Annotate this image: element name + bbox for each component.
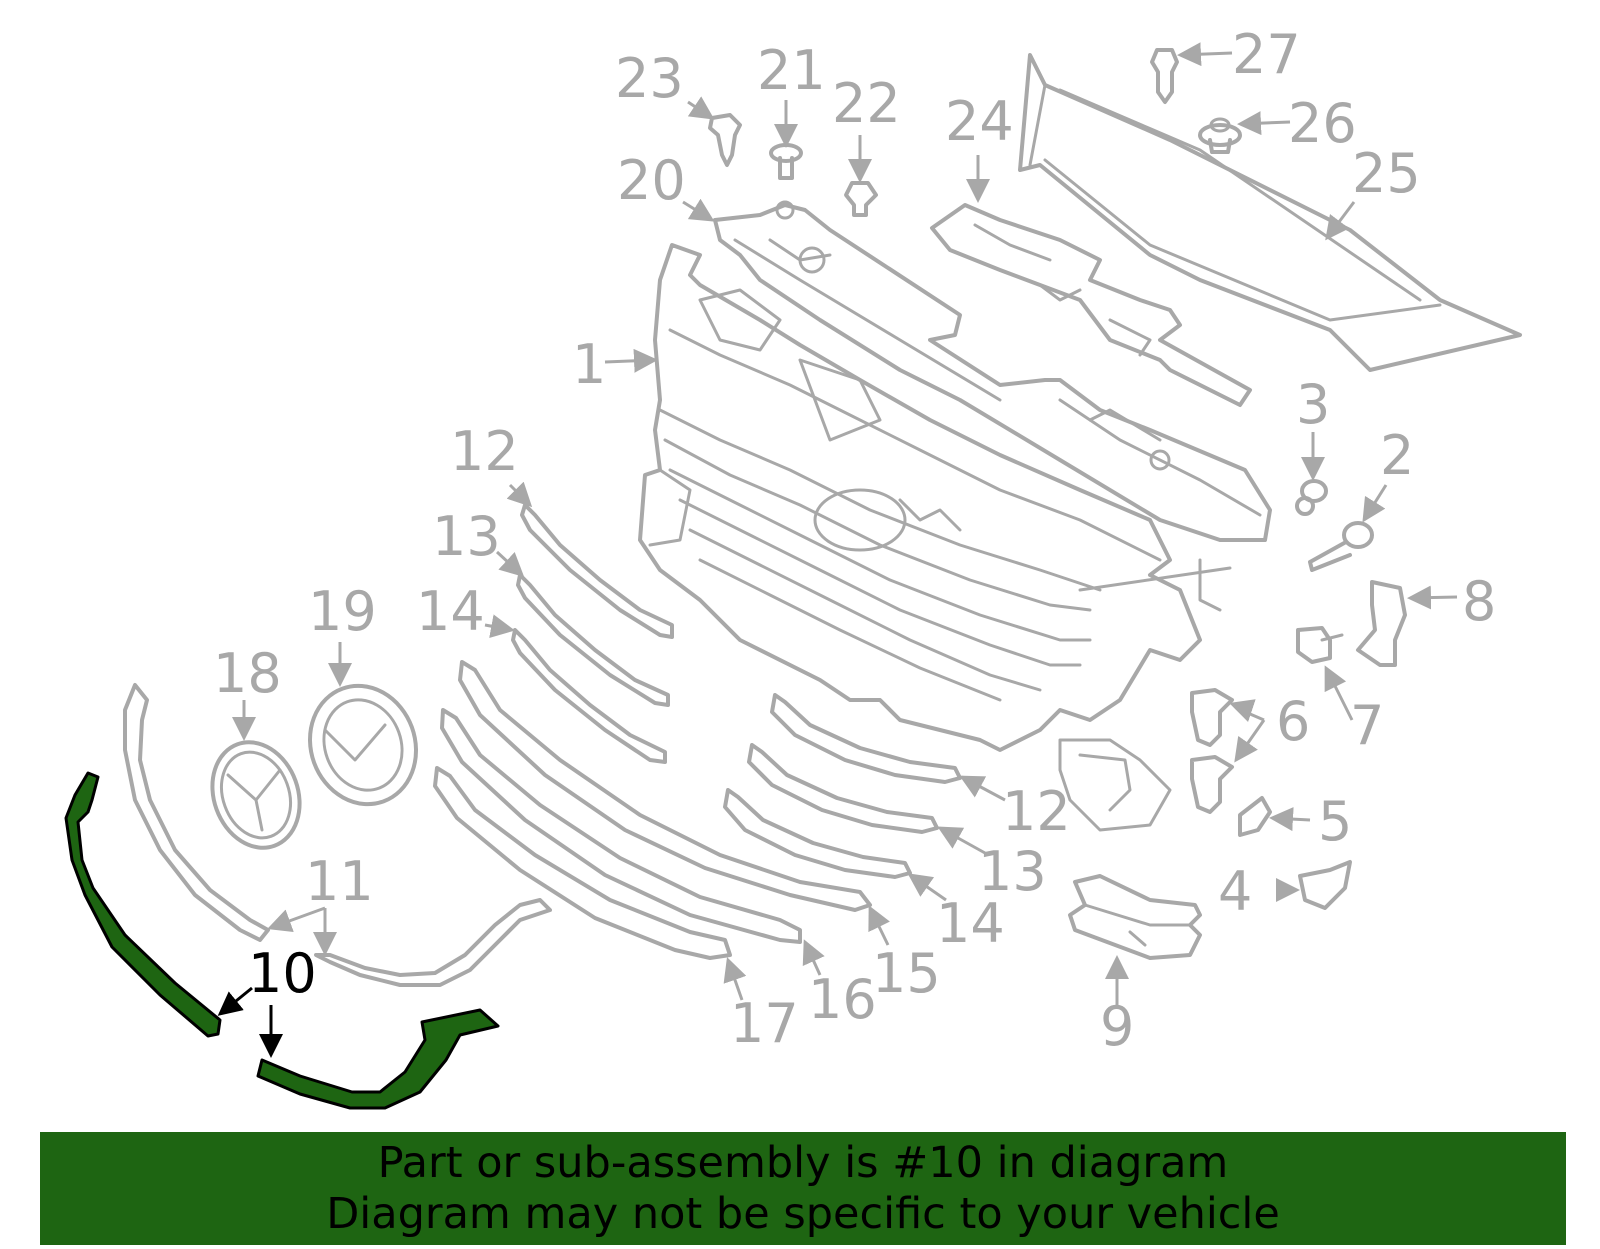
part-12b-trim-strip: [770, 693, 962, 784]
callout-4: 4: [1218, 860, 1252, 923]
callout-27: 27: [1232, 23, 1301, 86]
part-19-emblem-base: [308, 683, 418, 807]
part-13b-trim-strip: [747, 743, 939, 834]
banner-line-disclaimer: Diagram may not be specific to your vehi…: [326, 1188, 1280, 1239]
part-8-bracket: [1356, 580, 1407, 667]
part-24-support-bracket: [930, 203, 1252, 407]
callout-26: 26: [1288, 92, 1357, 155]
part-6-clips: [1190, 688, 1234, 814]
callout-3: 3: [1296, 373, 1330, 436]
info-banner: Part or sub-assembly is #10 in diagram D…: [40, 1132, 1566, 1245]
part-2-bolt: [1308, 521, 1374, 572]
callout-13-lower: 13: [978, 840, 1047, 903]
part-17-grille-bar: [433, 766, 732, 960]
callout-20: 20: [617, 149, 686, 212]
callout-24: 24: [945, 90, 1014, 153]
part-14b-trim-strip: [723, 788, 912, 879]
part-16-grille-bar: [440, 708, 802, 944]
callout-22: 22: [832, 72, 901, 135]
callout-23: 23: [615, 47, 684, 110]
part-23-clip: [708, 113, 742, 167]
callout-10: 10: [248, 942, 317, 1005]
part-25-cover-panel: [1018, 53, 1522, 372]
callout-16: 16: [808, 968, 877, 1031]
callout-12-lower: 12: [1002, 780, 1071, 843]
callout-25: 25: [1352, 142, 1421, 205]
callout-labels: 1 2 3 4 5 6 7 8 9 10 11 12 12 13 13 14 1…: [213, 23, 1496, 1058]
part-21-screw: [769, 143, 803, 180]
leader-lines-part-10: [217, 986, 283, 1058]
callout-21: 21: [757, 39, 826, 102]
callout-18: 18: [213, 642, 282, 705]
callout-7: 7: [1350, 694, 1384, 757]
part-7-clip: [1296, 626, 1344, 664]
part-26-clip: [1198, 117, 1242, 154]
callout-11: 11: [305, 850, 374, 913]
banner-line-part-number: Part or sub-assembly is #10 in diagram: [377, 1137, 1229, 1188]
part-22-clip: [844, 181, 878, 217]
callout-8: 8: [1462, 570, 1496, 633]
callout-12-upper: 12: [450, 420, 519, 483]
callout-5: 5: [1318, 790, 1352, 853]
part-4-clip: [1298, 860, 1352, 910]
callout-9: 9: [1100, 995, 1134, 1058]
callout-14-lower: 14: [936, 892, 1005, 955]
callout-1: 1: [572, 333, 606, 396]
part-1-main-grille: [638, 243, 1232, 832]
part-15-grille-bar: [458, 660, 872, 912]
part-12a-trim-strip: [520, 503, 674, 639]
part-13a-trim-strip: [516, 573, 670, 707]
callout-2: 2: [1380, 424, 1414, 487]
callout-19: 19: [308, 580, 377, 643]
callout-6: 6: [1276, 690, 1310, 753]
part-14a-trim-strip: [511, 628, 667, 764]
part-27-clip: [1150, 48, 1179, 104]
callout-15: 15: [872, 942, 941, 1005]
part-5-clip: [1238, 796, 1272, 837]
part-9-deflector: [1068, 874, 1202, 960]
leader-lines: [232, 42, 1458, 1005]
callout-14-upper: 14: [416, 580, 485, 643]
callout-13-upper: 13: [432, 505, 501, 568]
part-18-emblem: [210, 740, 302, 850]
part-3-nut: [1295, 479, 1328, 516]
part-20-upper-bracket: [713, 200, 1272, 542]
callout-17: 17: [730, 992, 799, 1055]
part-10-lower-trim-highlighted[interactable]: [64, 771, 500, 1110]
part-11-lower-molding: [123, 683, 552, 987]
